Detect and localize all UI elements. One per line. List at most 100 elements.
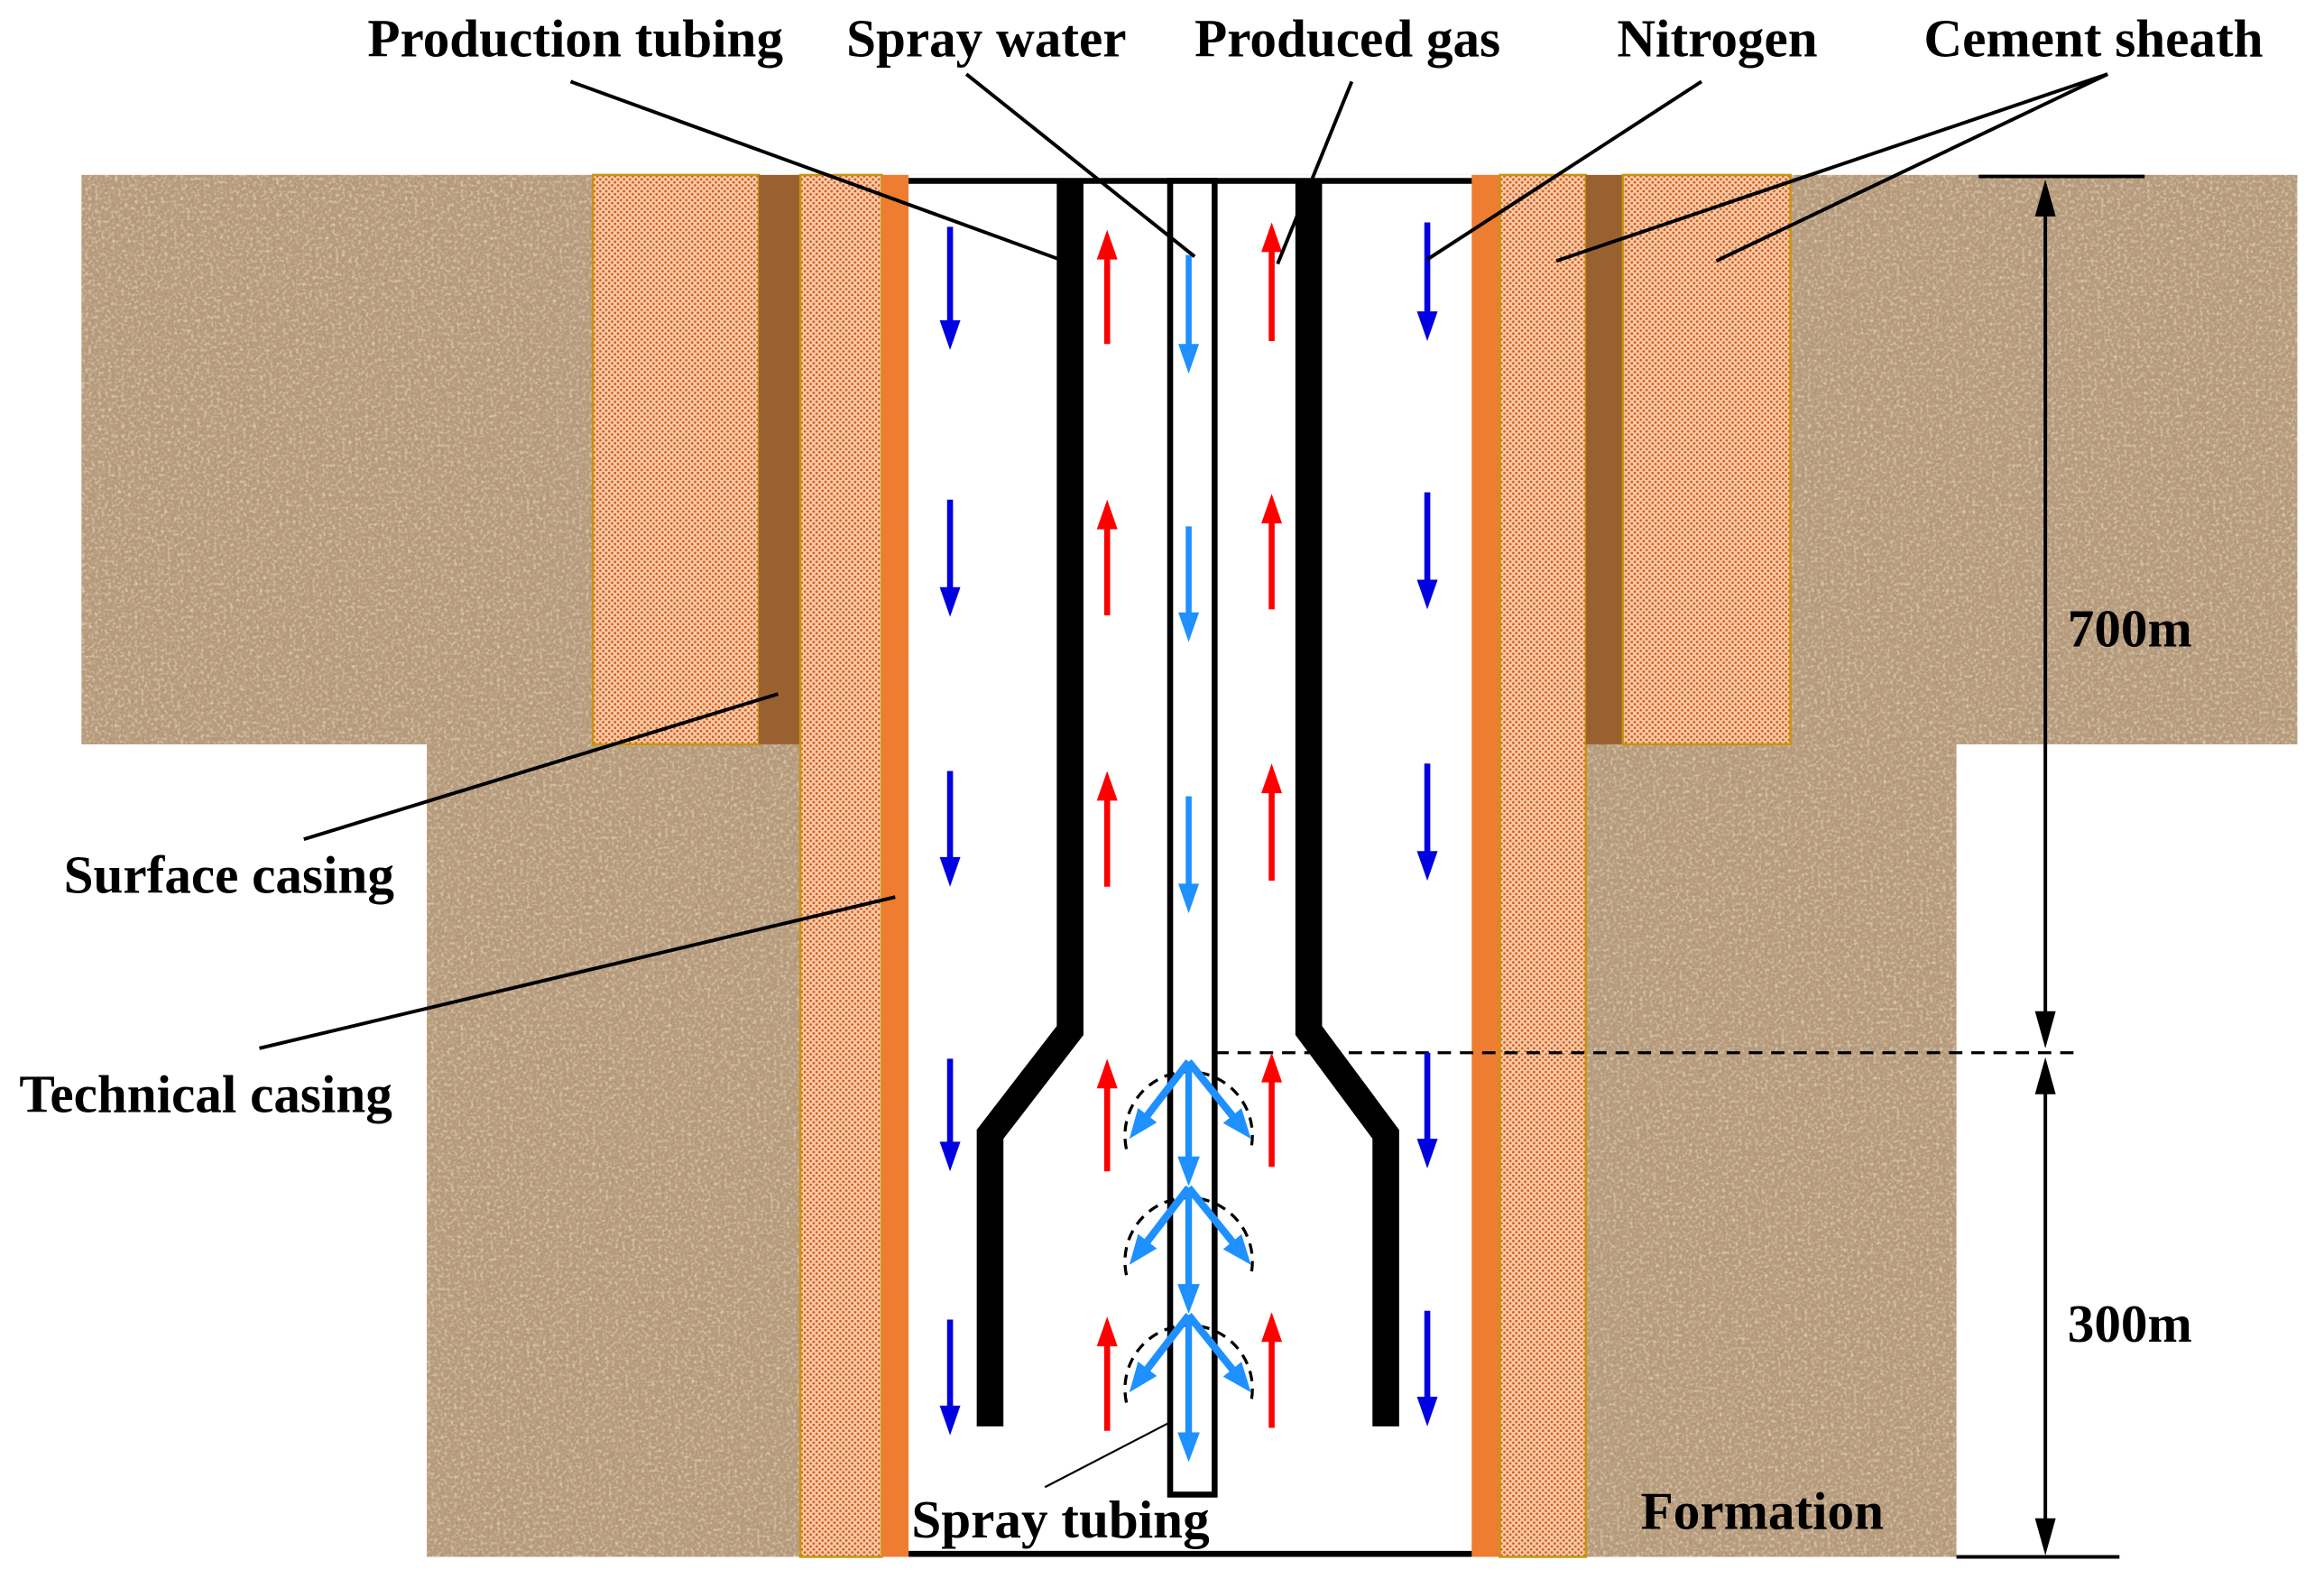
cement-sheath-surface-right — [1621, 173, 1792, 746]
spray-water-arrow-head — [1178, 883, 1200, 914]
gas-flow-arrow — [1096, 1316, 1118, 1431]
spray-jet-arrow-shaft — [1185, 1313, 1237, 1373]
dimension-arrowhead-down — [2034, 1518, 2056, 1556]
leader-surface-casing — [303, 692, 779, 842]
nitrogen-flow-arrow — [1416, 222, 1438, 341]
spray-jet-arrow-head — [1129, 1108, 1157, 1140]
gas-flow-arrow-head — [1096, 499, 1118, 530]
label-spray-water: Spray water — [846, 8, 1126, 68]
gas-flow-arrow — [1261, 1312, 1283, 1428]
labels: Production tubing Spray water Produced g… — [19, 8, 2263, 1549]
spray-water-arrow — [1178, 796, 1200, 914]
spray-jet-arrow — [1129, 1313, 1192, 1393]
nitrogen-flow-arrow — [1416, 492, 1438, 610]
spray-water-arrow — [1177, 1316, 1200, 1463]
spray-jet-arrow-shaft — [1143, 1185, 1192, 1245]
gas-flow-arrow — [1261, 1052, 1283, 1168]
spray-water-arrow-head — [1177, 1284, 1200, 1314]
nitrogen-flow-arrow — [939, 499, 961, 617]
leader-produced-gas — [1276, 80, 1354, 265]
nitrogen-flow-arrow — [939, 1319, 961, 1436]
label-cement-sheath: Cement sheath — [1923, 8, 2263, 68]
gas-flow-arrow — [1261, 494, 1283, 610]
spray-water-arrow-head — [1177, 1432, 1200, 1463]
spray-jet-arrow — [1129, 1185, 1192, 1265]
spray-jet-arrow — [1185, 1059, 1251, 1140]
label-production-tubing: Production tubing — [367, 8, 783, 68]
technical-casing-right — [1471, 174, 1500, 1557]
dimension-arrowhead-down — [2034, 1011, 2056, 1048]
nitrogen-flow-arrow-head — [1416, 851, 1438, 882]
nitrogen-flow-arrow-head — [939, 586, 961, 617]
depth-dimension: 700m 300m — [1956, 174, 2192, 1559]
label-technical-casing: Technical casing — [19, 1064, 392, 1123]
production-tubing-right-wall — [1295, 180, 1399, 1426]
nitrogen-flow-arrow — [1416, 1052, 1438, 1168]
leader-lines — [259, 72, 2108, 1489]
spray-jet-arrow-shaft — [1185, 1185, 1237, 1246]
spray-tubing — [1167, 178, 1218, 1498]
leader-cement-sheath-technical — [1555, 72, 2108, 263]
gas-flow-arrow — [1261, 222, 1283, 341]
dimension-label-700m: 700m — [2068, 598, 2192, 658]
spray-water-arrow-head — [1177, 1156, 1200, 1186]
gas-flow-arrow-head — [1096, 771, 1118, 801]
surface-casing-right — [1585, 174, 1623, 744]
leader-nitrogen — [1425, 79, 1703, 262]
spray-jet-arrow — [1129, 1059, 1192, 1140]
label-surface-casing: Surface casing — [64, 845, 394, 904]
label-nitrogen: Nitrogen — [1617, 8, 1817, 68]
nitrogen-flow-arrow — [939, 226, 961, 350]
nitrogen-flow-arrow-head — [1416, 311, 1438, 341]
dimension-label-300m: 300m — [2068, 1294, 2192, 1353]
gas-flow-arrow-head — [1261, 763, 1283, 794]
spray-jet-arrow-shaft — [1143, 1059, 1192, 1119]
nitrogen-flow-arrow — [939, 771, 961, 887]
spray-water-arrow-head — [1178, 612, 1200, 642]
label-produced-gas: Produced gas — [1194, 8, 1500, 68]
spray-jet-arrow-head — [1129, 1362, 1157, 1393]
spray-jet-arrow-head — [1222, 1362, 1251, 1393]
gas-flow-arrow — [1096, 499, 1118, 615]
gas-flow-arrow — [1096, 1058, 1118, 1172]
dimension-arrowhead-up — [2034, 179, 2056, 217]
spray-jet-arrow — [1185, 1313, 1251, 1393]
leader-production-tubing — [569, 79, 1061, 262]
spray-water-arrow — [1178, 254, 1200, 374]
label-spray-tubing: Spray tubing — [911, 1490, 1209, 1549]
gas-flow-arrow-head — [1261, 222, 1283, 253]
gas-flow-arrow-head — [1261, 494, 1283, 524]
nitrogen-flow-arrow — [939, 1058, 961, 1172]
nitrogen-flow-arrow-head — [939, 1405, 961, 1436]
gas-flow-arrow — [1261, 763, 1283, 882]
gas-flow-arrow-head — [1096, 1316, 1118, 1347]
leader-cement-sheath-surface — [1715, 72, 2108, 263]
spray-water-arrow — [1178, 526, 1200, 642]
production-tubing-left-wall — [976, 180, 1084, 1426]
spray-water-arrow-head — [1178, 344, 1200, 374]
gas-flow-arrow — [1096, 771, 1118, 887]
cement-sheath-surface-left — [591, 173, 761, 746]
nitrogen-flow-arrow-head — [939, 856, 961, 887]
label-formation: Formation — [1641, 1481, 1884, 1540]
nitrogen-flow-arrow-head — [939, 1141, 961, 1172]
cement-sheath-technical-right — [1499, 173, 1588, 1558]
nitrogen-flow-arrow — [1416, 1310, 1438, 1426]
gas-flow-arrow-head — [1096, 1058, 1118, 1089]
gas-flow-arrow — [1096, 229, 1118, 345]
leader-spray-tubing — [1044, 1422, 1169, 1489]
spray-jet-arrow-head — [1222, 1108, 1251, 1140]
gas-flow-arrow-head — [1261, 1312, 1283, 1343]
leader-technical-casing — [259, 895, 896, 1050]
spray-jet-arrow-shaft — [1185, 1059, 1237, 1120]
technical-casing-left — [881, 174, 909, 1557]
gas-flow-arrow-head — [1096, 229, 1118, 260]
gas-flow-arrow-head — [1261, 1052, 1283, 1083]
nitrogen-flow-arrow — [1416, 763, 1438, 882]
dimension-arrowhead-up — [2034, 1057, 2056, 1094]
spray-jet-arrow-head — [1222, 1233, 1251, 1265]
spray-jet-arrow-head — [1129, 1233, 1157, 1265]
flow-arrows — [939, 222, 1438, 1463]
nitrogen-flow-arrow-head — [1416, 1139, 1438, 1168]
